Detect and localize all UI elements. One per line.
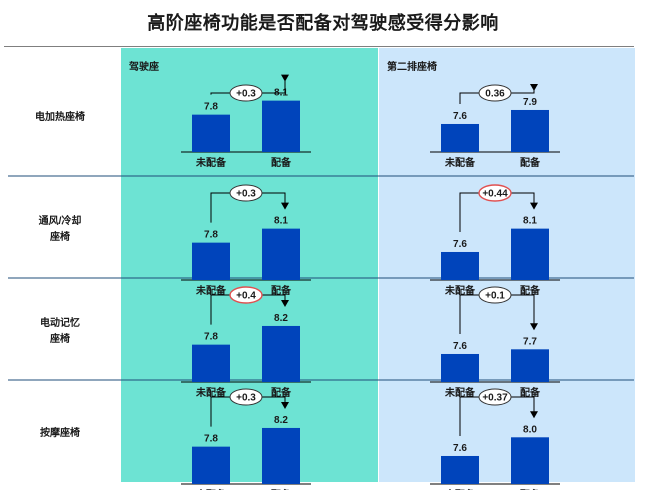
row-label: 座椅 [49, 230, 70, 243]
bar [192, 344, 230, 382]
bar [511, 228, 549, 280]
bar [192, 114, 230, 152]
bar [511, 109, 549, 152]
bar [511, 349, 549, 382]
arrow-head [530, 411, 538, 419]
difference-label: +0.3 [236, 189, 256, 200]
bar [262, 325, 300, 382]
bar [511, 437, 549, 484]
difference-label: 0.36 [485, 89, 505, 100]
panel-background [379, 48, 635, 482]
arrow-head [281, 401, 289, 409]
category-label: 未配备 [444, 284, 476, 297]
difference-bubble [229, 84, 263, 102]
row-label: 按摩座椅 [40, 426, 80, 439]
arrow-head [530, 83, 538, 91]
bar [441, 251, 479, 280]
data-label: 8.1 [523, 216, 537, 227]
category-label: 配备 [520, 386, 541, 399]
data-label: 7.6 [453, 341, 467, 352]
bar [441, 353, 479, 382]
data-label: 7.8 [204, 102, 218, 113]
data-label: 8.2 [274, 415, 288, 426]
category-label: 配备 [520, 284, 541, 297]
row-label: 座椅 [49, 332, 70, 345]
bar [262, 228, 300, 280]
chart-title: 高阶座椅功能是否配备对驾驶感受得分影响 [147, 13, 499, 33]
category-label: 未配备 [444, 386, 476, 399]
arrow-head [281, 202, 289, 210]
difference-bubble [229, 184, 263, 202]
category-label: 配备 [271, 156, 292, 169]
row-label: 电加热座椅 [35, 110, 85, 123]
data-label: 7.8 [204, 332, 218, 343]
difference-label: +0.3 [236, 89, 256, 100]
data-label: 7.8 [204, 230, 218, 241]
difference-bubble [478, 184, 512, 202]
data-label: 8.2 [274, 313, 288, 324]
category-label: 配备 [520, 156, 541, 169]
category-label: 未配备 [195, 386, 227, 399]
bar [441, 455, 479, 484]
data-label: 7.7 [523, 336, 537, 347]
panel-background [121, 48, 378, 482]
category-label: 未配备 [444, 156, 476, 169]
difference-label: +0.3 [236, 393, 256, 404]
panel-header: 第二排座椅 [387, 60, 437, 73]
data-label: 7.8 [204, 434, 218, 445]
row-label: 电动记忆 [40, 316, 80, 329]
data-label: 8.1 [274, 216, 288, 227]
data-label: 7.6 [453, 239, 467, 250]
title-rule [4, 46, 634, 47]
panel-header: 驾驶座 [128, 60, 159, 73]
arrow-head [281, 74, 289, 82]
difference-bubble [229, 388, 263, 406]
category-label: 未配备 [195, 156, 227, 169]
row-label: 通风/冷却 [39, 214, 82, 227]
difference-bubble [478, 84, 512, 102]
bar [441, 123, 479, 152]
difference-bubble [478, 388, 512, 406]
bar [262, 427, 300, 484]
data-label: 7.6 [453, 443, 467, 454]
arrow-head [530, 323, 538, 331]
arrow-head [530, 202, 538, 210]
bar [192, 446, 230, 484]
data-label: 7.9 [523, 97, 537, 108]
category-label: 配备 [271, 386, 292, 399]
difference-label: +0.44 [482, 189, 508, 200]
bar [262, 100, 300, 152]
difference-bubble [478, 286, 512, 304]
category-label: 未配备 [195, 284, 227, 297]
data-label: 7.6 [453, 111, 467, 122]
data-label: 8.0 [523, 424, 537, 435]
bar [192, 242, 230, 280]
difference-bubble [229, 286, 263, 304]
category-label: 配备 [271, 284, 292, 297]
difference-label: +0.4 [236, 291, 256, 302]
difference-label: +0.37 [482, 393, 508, 404]
difference-label: +0.1 [485, 291, 505, 302]
arrow-head [281, 299, 289, 307]
